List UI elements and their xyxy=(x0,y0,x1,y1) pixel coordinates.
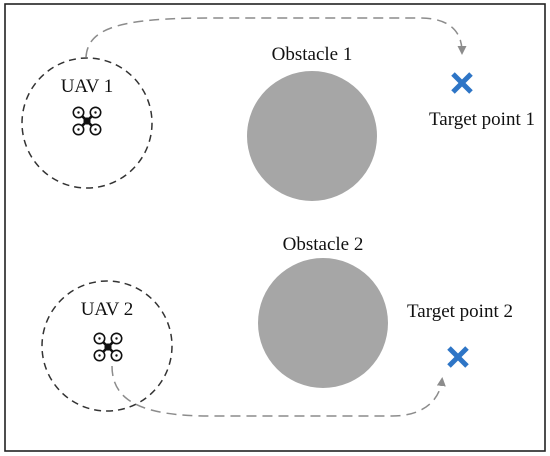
target2-label: Target point 2 xyxy=(407,301,513,322)
target1-label: Target point 1 xyxy=(429,109,535,130)
obstacle1-label: Obstacle 1 xyxy=(272,44,353,65)
obstacle1-disc xyxy=(247,71,377,201)
target1-x-mark-icon xyxy=(453,74,471,92)
uav1-range-circle xyxy=(21,57,153,189)
uav2-range-circle xyxy=(41,280,173,412)
uav1-path xyxy=(85,17,467,58)
uav1-label: UAV 1 xyxy=(61,76,114,97)
obstacle2-label: Obstacle 2 xyxy=(283,234,364,255)
uav1-quadcopter-icon xyxy=(72,106,102,136)
target2-x-mark-icon xyxy=(449,348,467,366)
diagram-frame xyxy=(4,3,546,452)
uav2-path xyxy=(111,365,446,417)
obstacle2-disc xyxy=(258,258,388,388)
uav2-label: UAV 2 xyxy=(81,299,134,320)
uav2-quadcopter-icon xyxy=(93,331,123,363)
